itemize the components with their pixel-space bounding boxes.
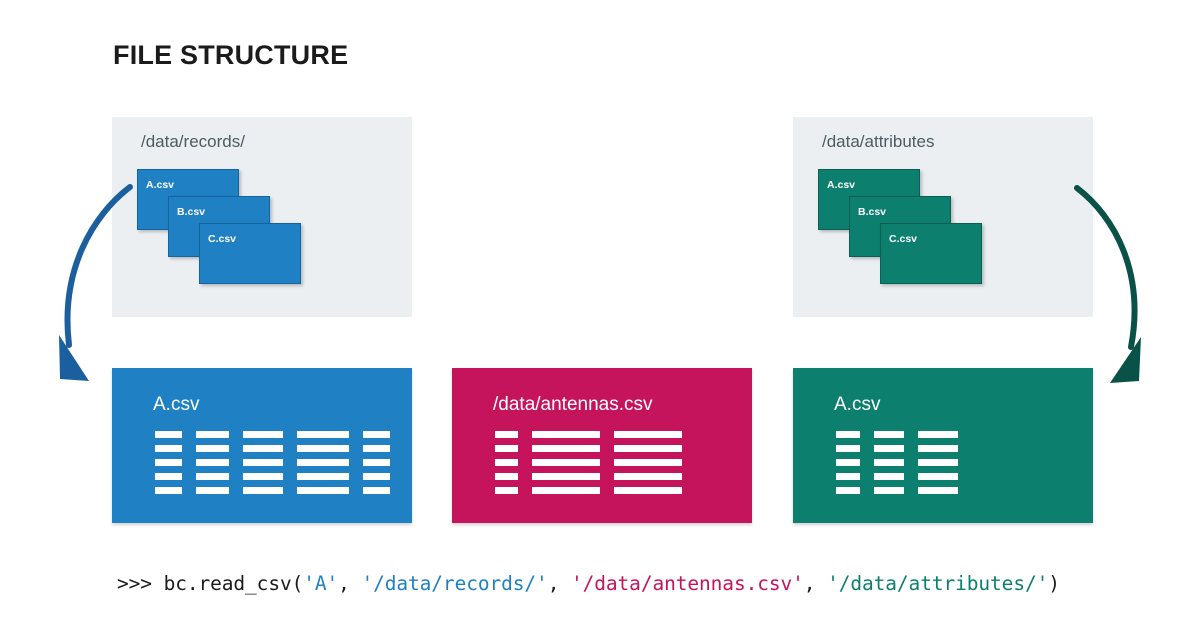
attributes-mini-card-b-label: B.csv xyxy=(858,206,887,218)
records-mini-card-a-label: A.csv xyxy=(146,179,175,191)
records-arrow xyxy=(59,184,133,381)
table-row xyxy=(495,445,696,452)
table-row xyxy=(495,459,696,466)
records-mini-card-b-label: B.csv xyxy=(177,206,206,218)
records-file-card-bars xyxy=(155,431,404,494)
antennas-file-card-title: /data/antennas.csv xyxy=(493,394,653,415)
antennas-file-card-bars xyxy=(495,431,696,494)
attributes-file-card-bars xyxy=(836,431,972,494)
attributes-file-card-title: A.csv xyxy=(834,394,881,415)
records-file-card: A.csv xyxy=(112,368,412,523)
records-file-stack: A.csv B.csv C.csv xyxy=(137,169,387,299)
records-folder-panel: /data/records/ A.csv B.csv C.csv xyxy=(112,117,412,317)
attributes-file-card: A.csv xyxy=(793,368,1093,523)
table-row xyxy=(495,431,696,438)
code-separator-2: , xyxy=(547,572,571,595)
table-row xyxy=(836,487,972,494)
table-row xyxy=(836,445,972,452)
attributes-arrow xyxy=(1074,185,1141,383)
records-mini-card-c-label: C.csv xyxy=(208,233,237,245)
records-mini-card-c: C.csv xyxy=(199,223,301,284)
table-row xyxy=(155,473,404,480)
code-arg-dataset: 'A' xyxy=(303,572,339,595)
attributes-mini-card-c-label: C.csv xyxy=(889,233,918,245)
page-title: FILE STRUCTURE xyxy=(113,40,349,70)
table-row xyxy=(836,473,972,480)
attributes-folder-panel: /data/attributes A.csv B.csv C.csv xyxy=(793,117,1093,317)
table-row xyxy=(155,487,404,494)
table-row xyxy=(836,459,972,466)
code-arg-attributes-path: '/data/attributes/' xyxy=(827,572,1049,595)
table-row xyxy=(155,445,404,452)
attributes-mini-card-a-label: A.csv xyxy=(827,179,856,191)
code-close-paren: ) xyxy=(1048,572,1060,595)
records-folder-label: /data/records/ xyxy=(141,132,245,151)
code-arg-antennas-path: '/data/antennas.csv' xyxy=(570,572,804,595)
attributes-file-stack: A.csv B.csv C.csv xyxy=(818,169,1068,299)
antennas-file-card: /data/antennas.csv xyxy=(452,368,752,523)
records-file-card-title: A.csv xyxy=(153,394,200,415)
table-row xyxy=(155,431,404,438)
code-example: >>> bc.read_csv('A', '/data/records/', '… xyxy=(117,572,1060,595)
table-row xyxy=(836,431,972,438)
table-row xyxy=(495,487,696,494)
code-function-call: bc.read_csv( xyxy=(163,572,304,595)
table-row xyxy=(155,459,404,466)
table-row xyxy=(495,473,696,480)
code-separator-3: , xyxy=(803,572,828,595)
code-separator-1: , xyxy=(338,572,362,595)
code-prompt: >>> xyxy=(117,572,164,595)
attributes-folder-label: /data/attributes xyxy=(822,132,935,151)
attributes-mini-card-c: C.csv xyxy=(880,223,982,284)
code-arg-records-path: '/data/records/' xyxy=(361,572,548,595)
